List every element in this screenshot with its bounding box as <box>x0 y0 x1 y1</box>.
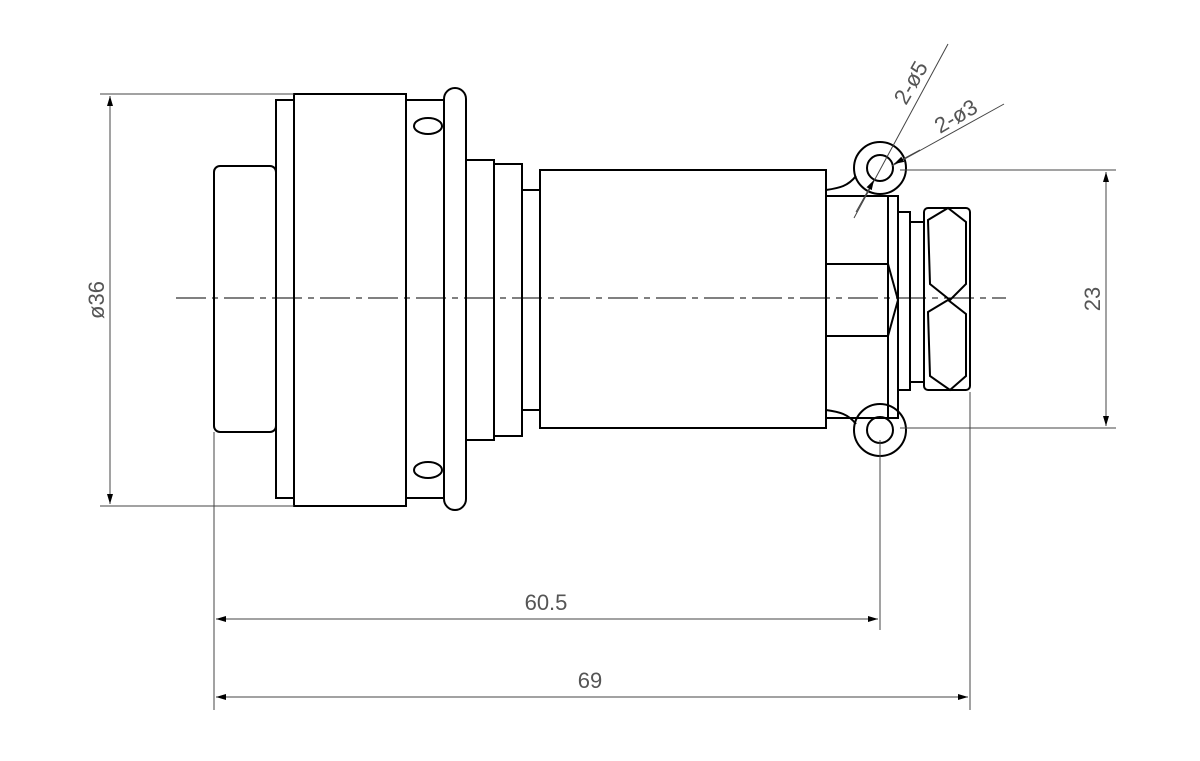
ear-top-hole <box>866 154 894 182</box>
rear-flange <box>275 99 295 499</box>
clamp-ring <box>405 99 445 499</box>
ear-top <box>853 141 907 195</box>
neck-collar <box>521 189 541 411</box>
dim-length-hole: 60.5 <box>213 432 881 710</box>
main-ring <box>293 93 407 507</box>
neck-step <box>493 163 523 437</box>
hole-small-label: 2-ø3 <box>930 94 982 138</box>
lock-ring <box>443 87 467 511</box>
dim-diameter-label: ø36 <box>84 281 109 319</box>
slot-bottom <box>413 461 443 479</box>
ear-bottom-hole <box>866 416 894 444</box>
dim-height-label: 23 <box>1080 287 1105 311</box>
dim-length-overall-label: 69 <box>578 668 602 693</box>
barrel <box>539 169 827 429</box>
connector-body <box>213 87 971 511</box>
dim-length-hole-label: 60.5 <box>525 590 568 615</box>
neck <box>465 159 495 441</box>
front-plug <box>213 165 277 433</box>
dim-diameter: ø36 <box>84 93 294 507</box>
dim-length-overall: 69 <box>216 392 971 710</box>
slot-top <box>413 117 443 135</box>
hole-large-label: 2-ø5 <box>889 57 933 109</box>
dim-height: 23 <box>900 169 1116 429</box>
washer-2 <box>909 221 925 383</box>
end-nut <box>923 207 971 391</box>
washer <box>897 211 911 391</box>
hole-callouts: 2-ø5 2-ø3 <box>853 43 1005 219</box>
